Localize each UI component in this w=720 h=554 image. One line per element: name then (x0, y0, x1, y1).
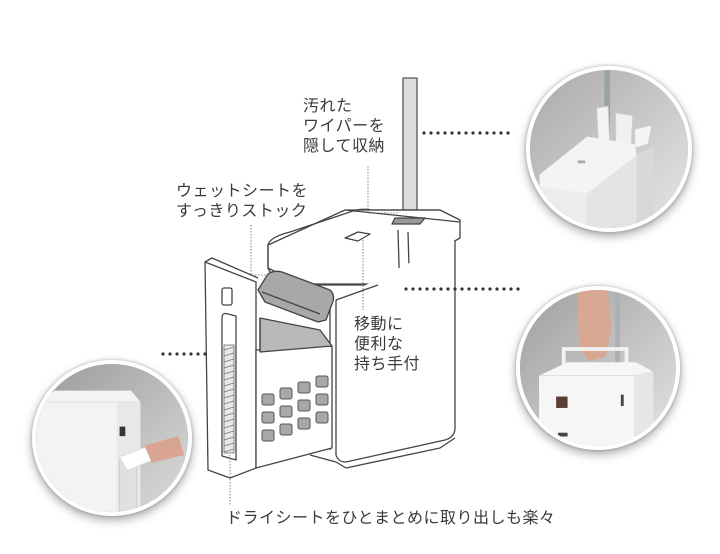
callout-line: 隠して収納 (303, 136, 386, 155)
callout-wet-sheet-stock: ウェットシートを すっきりストック (176, 181, 308, 221)
callout-line: 汚れた (303, 96, 353, 115)
callout-line: 持ち手付 (354, 354, 421, 373)
callout-handle: 移動に 便利な 持ち手付 (354, 314, 420, 374)
callout-line: ドライシートをひとまとめに取り出しも楽々 (226, 508, 556, 527)
callout-line: ウェットシートを (176, 181, 309, 200)
callout-line: 便利な (354, 334, 404, 353)
photo-wet-sheet-image (36, 364, 188, 512)
photo-handle (516, 286, 680, 450)
callout-dry-sheet: ドライシートをひとまとめに取り出しも楽々 (226, 508, 556, 528)
photo-wiper-stored-image (530, 70, 688, 228)
photo-wet-sheet (32, 360, 192, 516)
photo-handle-image (520, 290, 676, 446)
photo-wiper-stored (526, 66, 692, 232)
callout-line: すっきりストック (176, 201, 308, 220)
callout-wiper-storage: 汚れた ワイパーを 隠して収納 (303, 96, 385, 156)
callout-line: 移動に (354, 314, 404, 333)
leader-dots (161, 131, 520, 356)
callout-line: ワイパーを (303, 116, 386, 135)
